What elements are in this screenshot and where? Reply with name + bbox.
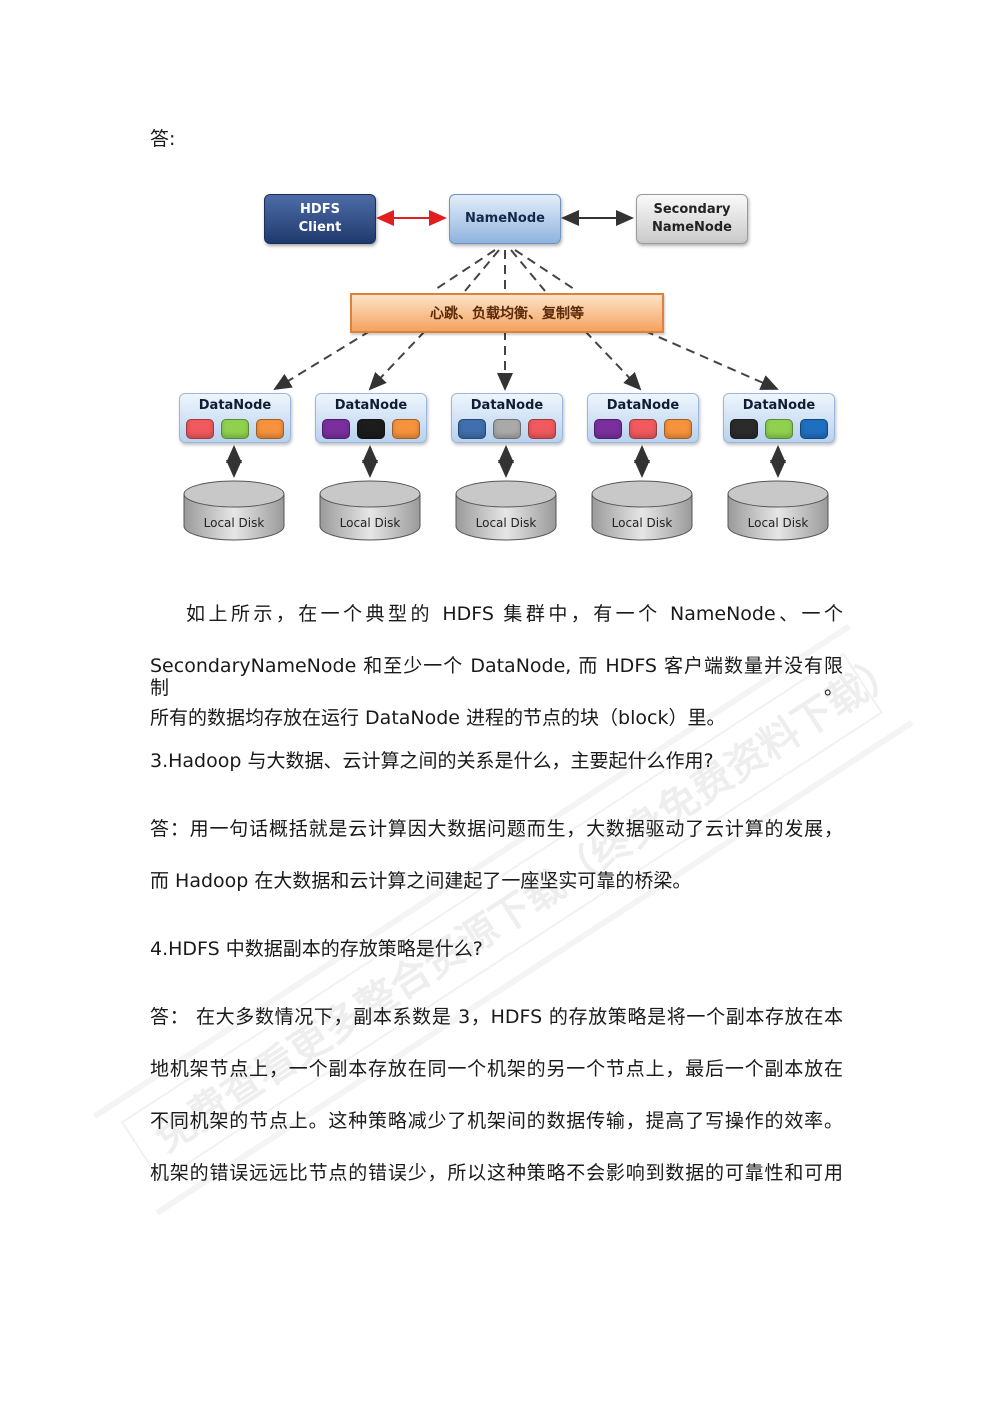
local-disk: Local Disk xyxy=(183,480,285,542)
data-block xyxy=(221,419,249,439)
diagram-connectors xyxy=(226,210,786,478)
dash-dn-2 xyxy=(368,330,426,391)
data-block xyxy=(256,419,284,439)
disk-cylinder-icon xyxy=(455,480,557,541)
paragraph-line: 如上所示，在一个典型的 HDFS 集群中，有一个 NameNode、一个 xyxy=(186,603,843,625)
hdfs-client-node: HDFS Client xyxy=(264,194,376,244)
disk-cylinder-icon xyxy=(727,480,829,541)
dash-dn-4 xyxy=(584,330,642,391)
disk-label: Local Disk xyxy=(475,516,537,530)
namenode-node: NameNode xyxy=(449,194,561,244)
disk-label: Local Disk xyxy=(339,516,401,530)
datanode-blocks xyxy=(730,419,828,439)
datanode-label: DataNode xyxy=(742,398,816,413)
answer-line: 答：用一句话概括就是云计算因大数据问题而生，大数据驱动了云计算的发展， xyxy=(150,818,843,840)
paragraph-line: SecondaryNameNode 和至少一个 DataNode, 而 HDFS… xyxy=(150,655,843,699)
dash-nn-5 xyxy=(514,249,578,292)
data-block xyxy=(629,419,657,439)
data-block xyxy=(765,419,793,439)
datanode-blocks xyxy=(322,419,420,439)
disk-label: Local Disk xyxy=(611,516,673,530)
disk-label: Local Disk xyxy=(747,516,809,530)
datanode-label: DataNode xyxy=(606,398,680,413)
local-disk: Local Disk xyxy=(591,480,693,542)
data-block xyxy=(357,419,385,439)
local-disk: Local Disk xyxy=(455,480,557,542)
hdfs-architecture-diagram: HDFS Client NameNode Secondary NameNode … xyxy=(175,190,840,550)
secondary-namenode-node: Secondary NameNode xyxy=(636,194,748,244)
data-block xyxy=(458,419,486,439)
disk-label: Local Disk xyxy=(203,516,265,530)
dash-nn-1 xyxy=(432,249,496,292)
datanode-blocks xyxy=(186,419,284,439)
datanode-node: DataNode xyxy=(587,393,699,443)
question-heading: 4.HDFS 中数据副本的存放策略是什么? xyxy=(150,938,483,960)
dash-nn-2 xyxy=(464,249,500,292)
data-block xyxy=(730,419,758,439)
local-disk: Local Disk xyxy=(319,480,421,542)
disk-cylinder-icon xyxy=(591,480,693,541)
data-block xyxy=(594,419,622,439)
dash-dn-5 xyxy=(644,330,779,390)
answer-line: 地机架节点上，一个副本存放在同一个机架的另一个节点上，最后一个副本放在 xyxy=(150,1058,843,1080)
datanode-node: DataNode xyxy=(451,393,563,443)
datanode-label: DataNode xyxy=(470,398,544,413)
data-block xyxy=(664,419,692,439)
answer-line: 机架的错误远远比节点的错误少，所以这种策略不会影响到数据的可靠性和可用 xyxy=(150,1162,843,1184)
data-block xyxy=(800,419,828,439)
data-block xyxy=(528,419,556,439)
dash-dn-1 xyxy=(273,330,371,391)
answer-line: 不同机架的节点上。这种策略减少了机架间的数据传输，提高了写操作的效率。 xyxy=(150,1110,843,1132)
datanode-label: DataNode xyxy=(334,398,408,413)
data-block xyxy=(322,419,350,439)
datanode-node: DataNode xyxy=(315,393,427,443)
datanode-node: DataNode xyxy=(179,393,291,443)
answer-line: 答： 在大多数情况下，副本系数是 3，HDFS 的存放策略是将一个副本存放在本 xyxy=(150,1006,843,1028)
datanode-label: DataNode xyxy=(198,398,272,413)
datanode-blocks xyxy=(458,419,556,439)
datanode-blocks xyxy=(594,419,692,439)
disk-cylinder-icon xyxy=(319,480,421,541)
local-disk: Local Disk xyxy=(727,480,829,542)
answer-label: 答: xyxy=(150,128,176,150)
paragraph-line: 所有的数据均存放在运行 DataNode 进程的节点的块（block）里。 xyxy=(150,707,726,729)
disk-cylinder-icon xyxy=(183,480,285,541)
data-block xyxy=(392,419,420,439)
data-block xyxy=(493,419,521,439)
heartbeat-banner: 心跳、负载均衡、复制等 xyxy=(350,293,664,333)
datanode-node: DataNode xyxy=(723,393,835,443)
question-heading: 3.Hadoop 与大数据、云计算之间的关系是什么，主要起什么作用? xyxy=(150,750,714,772)
dash-nn-4 xyxy=(510,249,546,292)
data-block xyxy=(186,419,214,439)
answer-line: 而 Hadoop 在大数据和云计算之间建起了一座坚实可靠的桥梁。 xyxy=(150,870,692,892)
